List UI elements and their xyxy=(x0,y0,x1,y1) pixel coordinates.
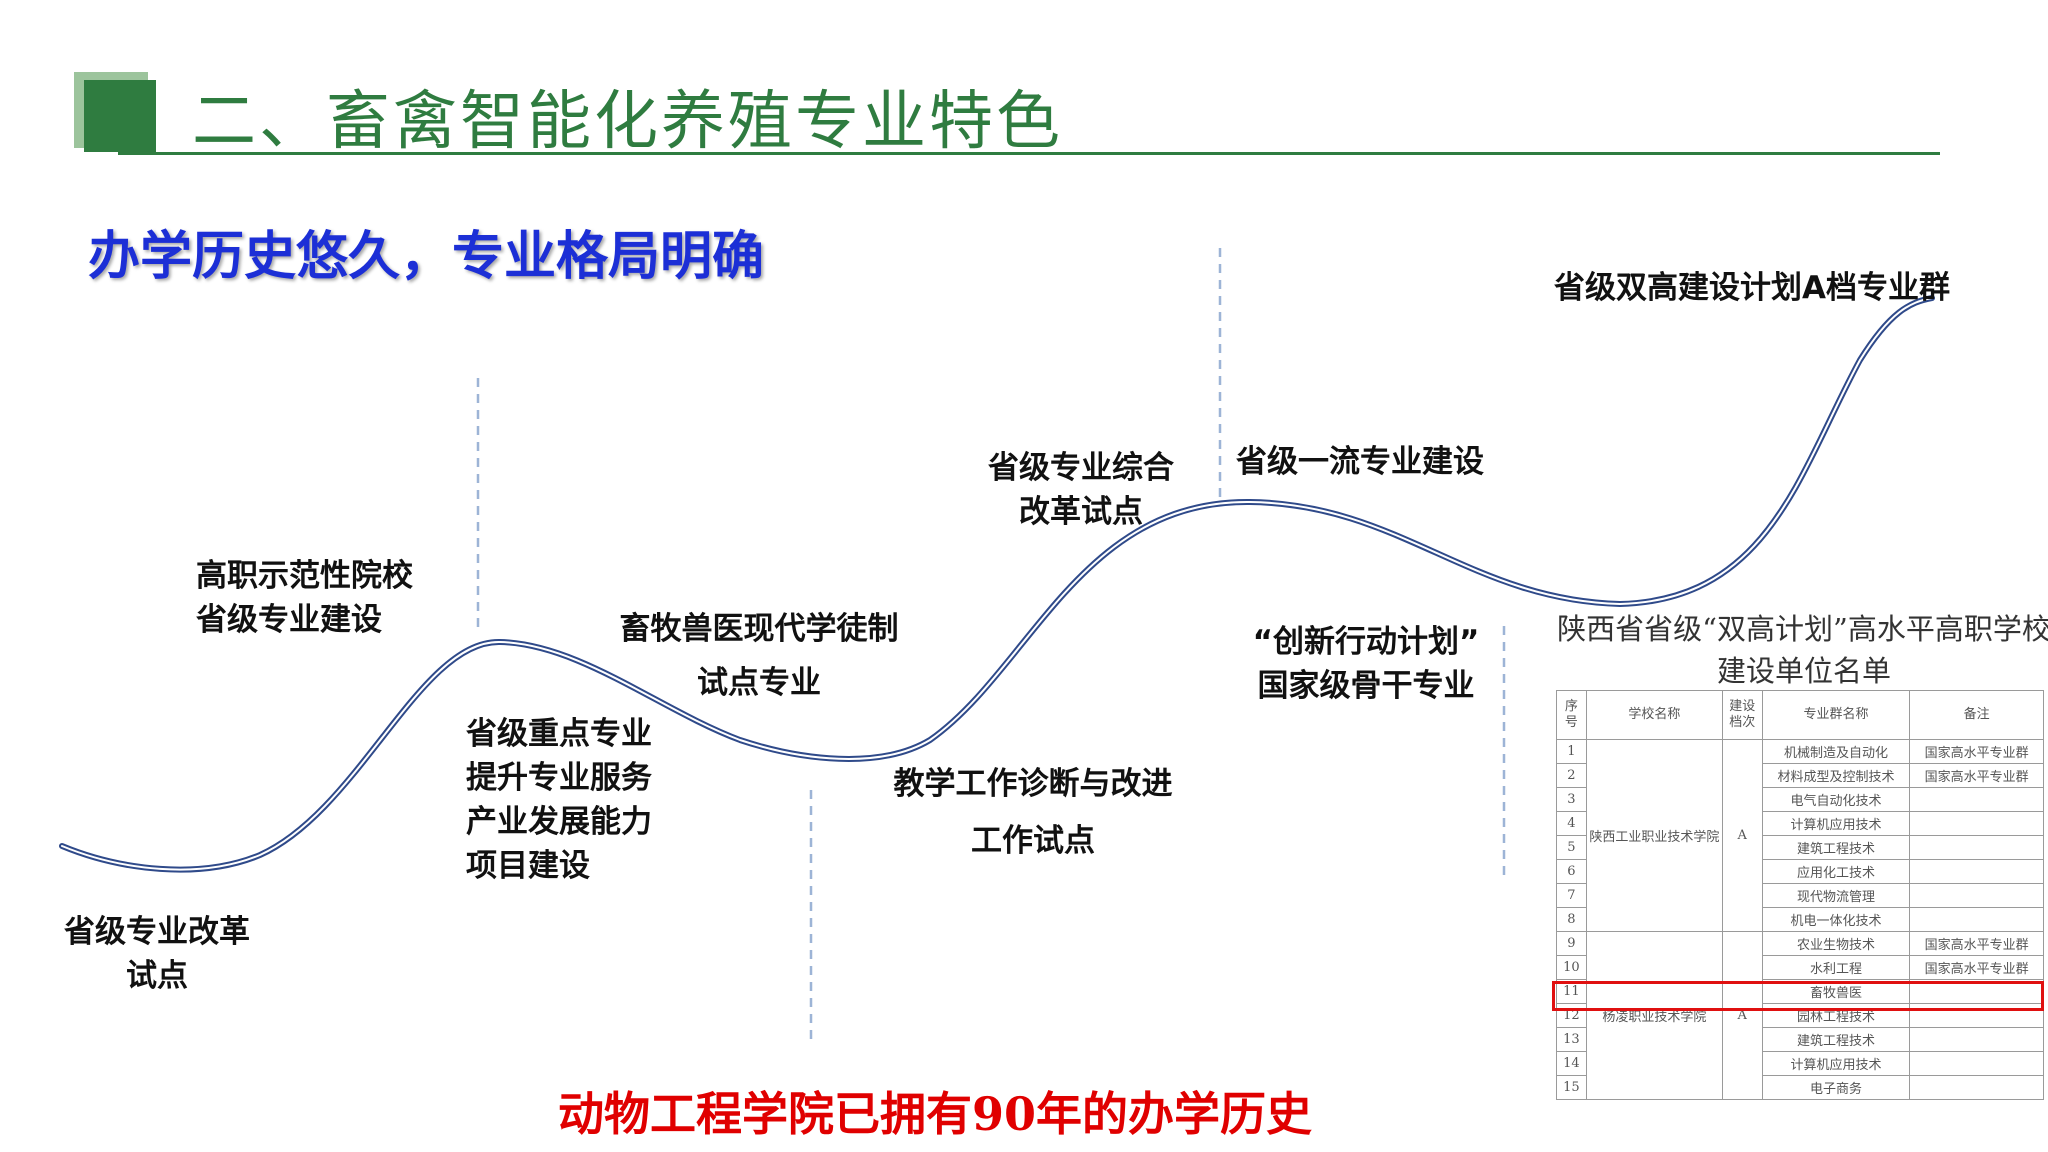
table-header-row: 序号 学校名称 建设档次 专业群名称 备注 xyxy=(1556,690,2044,740)
table-row: 9 杨凌职业技术学院 A 农业生物技术 国家高水平专业群 xyxy=(1556,931,2044,1100)
page-title: 二、畜禽智能化养殖专业特色 xyxy=(192,85,1063,159)
milestone-2: 高职示范性院校 省级专业建设 xyxy=(196,558,413,639)
title-accent-block xyxy=(84,80,156,152)
header-school: 学校名称 xyxy=(1585,690,1723,740)
milestone-8: “创新行动计划” 国家级骨干专业 xyxy=(1252,624,1480,705)
milestone-3: 省级重点专业 提升专业服务 产业发展能力 项目建设 xyxy=(466,716,652,885)
table-row: 1 陕西工业职业技术学院 A 机械制造及自动化 国家高水平专业群 xyxy=(1556,739,2044,932)
milestone-1: 省级专业改革 试点 xyxy=(64,914,250,995)
school-cell: 陕西工业职业技术学院 xyxy=(1585,739,1723,932)
milestone-4: 畜牧兽医现代学徒制 试点专业 xyxy=(619,611,899,702)
header-level: 建设档次 xyxy=(1721,690,1763,740)
school-cell: 杨凌职业技术学院 xyxy=(1585,931,1723,1100)
highlight-box-animal-husbandry xyxy=(1552,981,2044,1011)
list-title: 陕西省省级“双高计划”高水平高职学校 建设单位名单 xyxy=(1557,612,2048,689)
milestone-5: 教学工作诊断与改进 工作试点 xyxy=(893,766,1173,860)
section-subtitle: 办学历史悠久，专业格局明确 xyxy=(88,227,765,287)
history-statement: 动物工程学院已拥有90年的办学历史 xyxy=(557,1087,1312,1141)
shuanggao-list-table: 序号 学校名称 建设档次 专业群名称 备注 1 陕西工业职业技术学院 A 机械制… xyxy=(1556,690,2044,1100)
milestone-6: 省级专业综合 改革试点 xyxy=(988,450,1174,531)
level-cell: A xyxy=(1721,931,1763,1100)
header-index: 序号 xyxy=(1556,690,1587,740)
level-cell: A xyxy=(1721,739,1763,932)
milestone-7: 省级一流专业建设 xyxy=(1236,444,1484,480)
header-group: 专业群名称 xyxy=(1761,690,1911,740)
title-underline xyxy=(118,152,1940,155)
milestone-9: 省级双高建设计划A档专业群 xyxy=(1554,270,1950,306)
header-note: 备注 xyxy=(1909,690,2044,740)
